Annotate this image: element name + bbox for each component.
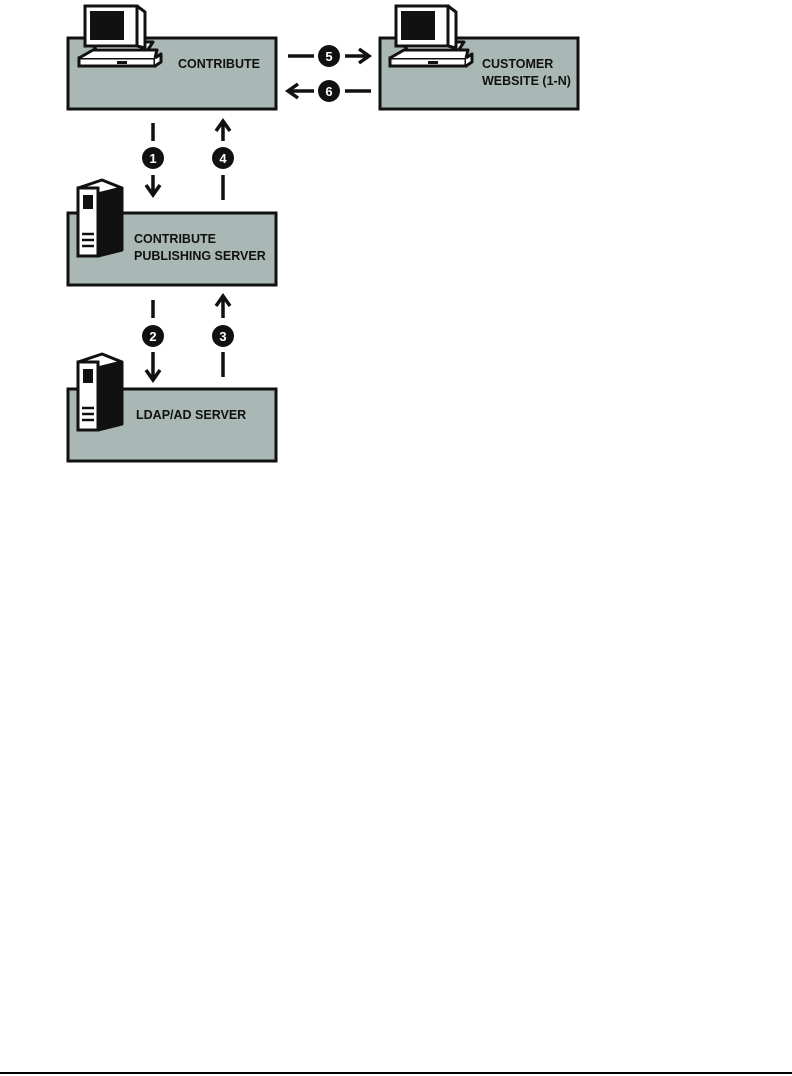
- step-badge: [318, 80, 340, 102]
- node-customer-website-label-line-1: CUSTOMER: [482, 57, 553, 71]
- server-tower-icon: [76, 178, 124, 258]
- step-4-number: 4: [219, 151, 227, 166]
- step-1-number: 1: [149, 151, 156, 166]
- step-badge: [318, 45, 340, 67]
- step-6-arrow: 6: [284, 80, 371, 102]
- step-badge: [212, 325, 234, 347]
- step-5-number: 5: [325, 49, 332, 64]
- computer-monitor-icon: [77, 4, 163, 68]
- step-2-arrow: 2: [142, 300, 164, 384]
- footer-rule: [0, 1072, 792, 1074]
- node-ldap-server-label-line-1: LDAP/AD SERVER: [136, 408, 246, 422]
- step-badge: [212, 147, 234, 169]
- server-tower-icon: [76, 352, 124, 432]
- step-1-arrow: 1: [142, 123, 164, 199]
- node-contribute: CONTRIBUTE: [66, 4, 278, 111]
- step-badge: [142, 325, 164, 347]
- node-customer-website-label-line-2: WEBSITE (1-N): [482, 74, 571, 88]
- step-5-arrow: 5: [288, 45, 373, 67]
- node-ldap-server: LDAP/AD SERVER: [66, 352, 278, 463]
- step-badge: [142, 147, 164, 169]
- node-contribute-label-line-1: CONTRIBUTE: [178, 57, 260, 71]
- step-3-arrow: 3: [212, 292, 234, 377]
- node-publishing-server: CONTRIBUTE PUBLISHING SERVER: [66, 178, 278, 287]
- node-publishing-server-label-line-1: CONTRIBUTE: [134, 232, 216, 246]
- step-6-number: 6: [325, 84, 332, 99]
- node-customer-website: CUSTOMER WEBSITE (1-N): [378, 4, 580, 111]
- node-publishing-server-label-line-2: PUBLISHING SERVER: [134, 249, 266, 263]
- step-3-number: 3: [219, 329, 226, 344]
- step-2-number: 2: [149, 329, 156, 344]
- computer-monitor-icon: [388, 4, 474, 68]
- step-4-arrow: 4: [212, 117, 234, 200]
